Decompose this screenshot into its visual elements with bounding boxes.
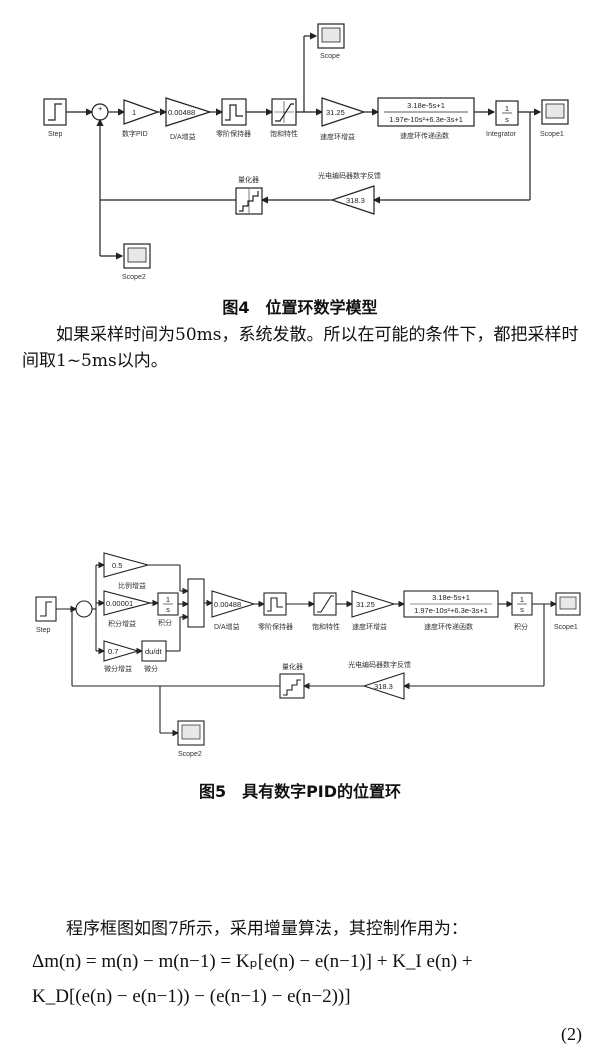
pid-gain-block — [123, 99, 160, 125]
step-label: Step — [36, 627, 51, 634]
integrator-num: 1 — [505, 104, 509, 113]
figure-4-diagram: + Step 1 数字PID 0.00488 D/A增益 零阶保持器 饱和特性 … — [0, 0, 600, 290]
scope1-label: Scope1 — [540, 131, 564, 138]
zoh-block — [221, 98, 247, 126]
encoder-gain-block — [362, 672, 405, 700]
saturation-label: 饱和特性 — [312, 622, 340, 631]
kp-gain-block — [103, 552, 151, 578]
tf-label: 速度环传递函数 — [424, 622, 473, 631]
scope2-label: Scope2 — [178, 751, 202, 758]
pid-label: 数字PID — [122, 129, 148, 138]
integrator-label: Integrator — [486, 131, 517, 138]
zoh-label: 零阶保持器 — [216, 129, 251, 138]
integrator-den: s — [505, 115, 509, 124]
kd-value: 0.7 — [108, 647, 118, 656]
zoh-block — [263, 592, 287, 616]
pid-gain-value: 1 — [132, 108, 136, 117]
tf-denominator: 1.97e-10s²+6.3e-3s+1 — [389, 115, 463, 124]
kd-gain-block — [103, 640, 140, 662]
ki-label: 积分增益 — [108, 619, 136, 628]
da-gain-block — [165, 97, 212, 127]
ki-gain-block — [103, 590, 153, 616]
speed-gain-block — [351, 590, 396, 618]
integral2-label: 积分 — [514, 622, 528, 631]
scope2-label: Scope2 — [122, 274, 146, 281]
body-paragraph-1: 如果采样时间为50ms，系统发散。所以在可能的条件下，都把采样时间取1~5ms以… — [22, 325, 579, 371]
saturation-label: 饱和特性 — [270, 129, 298, 138]
encoder-label: 光电编码器数字反馈 — [348, 660, 411, 669]
kp-value: 0.5 — [112, 561, 122, 570]
equation-line-2: K_D[(e(n) − e(n−1)) − (e(n−1) − e(n−2))] — [32, 986, 351, 1007]
derivative-label: 微分 — [144, 664, 158, 673]
da-gain-block — [211, 590, 256, 618]
integral2-den: s — [520, 605, 524, 614]
sum-sign: + — [98, 104, 103, 113]
speed-gain-block — [321, 97, 366, 127]
tf-numerator: 3.18e-5s+1 — [407, 101, 445, 110]
speed-gain-value: 31.25 — [326, 108, 345, 117]
quantizer-label: 量化器 — [238, 175, 259, 184]
scope-label: Scope — [320, 53, 340, 60]
step-label: Step — [48, 131, 63, 138]
sum-junction — [75, 600, 93, 618]
speed-gain-label: 速度环增益 — [352, 622, 387, 631]
integral-label: 积分 — [158, 618, 172, 627]
pid-sum-block — [187, 578, 205, 628]
tf-denominator: 1.97e-10s²+6.3e-3s+1 — [414, 606, 488, 615]
encoder-gain-value: 318.3 — [346, 196, 365, 205]
encoder-gain-value: 318.3 — [374, 682, 393, 691]
equation-line-1: Δm(n) = m(n) − m(n−1) = Kₚ[e(n) − e(n−1)… — [32, 951, 473, 972]
da-gain-value: 0.00488 — [168, 108, 195, 117]
zoh-label: 零阶保持器 — [258, 622, 293, 631]
da-gain-label: D/A增益 — [170, 132, 196, 141]
quantizer-label: 量化器 — [282, 662, 303, 671]
figure-5-caption: 图5 具有数字PID的位置环 — [198, 782, 402, 801]
kd-label: 微分增益 — [104, 664, 132, 673]
tf-label: 速度环传递函数 — [400, 131, 449, 140]
da-gain-value: 0.00488 — [214, 600, 241, 609]
derivative-value: du/dt — [145, 647, 163, 656]
integral2-num: 1 — [520, 595, 524, 604]
tf-numerator: 3.18e-5s+1 — [432, 593, 470, 602]
body-paragraph-2: 程序框图如图7所示，采用增量算法，其控制作用为： — [66, 919, 468, 939]
kp-label: 比例增益 — [118, 581, 146, 590]
figure-4-caption: 图4 位置环数学模型 — [222, 298, 378, 317]
encoder-gain-block — [330, 185, 375, 215]
encoder-label: 光电编码器数字反馈 — [318, 171, 381, 180]
integral-num: 1 — [166, 595, 170, 604]
da-gain-label: D/A增益 — [214, 622, 240, 631]
figure-5-diagram: Step 0.5 比例增益 0.00001 积分增益 1 s 积分 0.7 微分… — [0, 545, 600, 765]
scope1-label: Scope1 — [554, 624, 578, 631]
equation-number: (2) — [561, 1024, 582, 1044]
ki-value: 0.00001 — [106, 599, 133, 608]
integral-den: s — [166, 605, 170, 614]
speed-gain-value: 31.25 — [356, 600, 375, 609]
speed-gain-label: 速度环增益 — [320, 132, 355, 141]
